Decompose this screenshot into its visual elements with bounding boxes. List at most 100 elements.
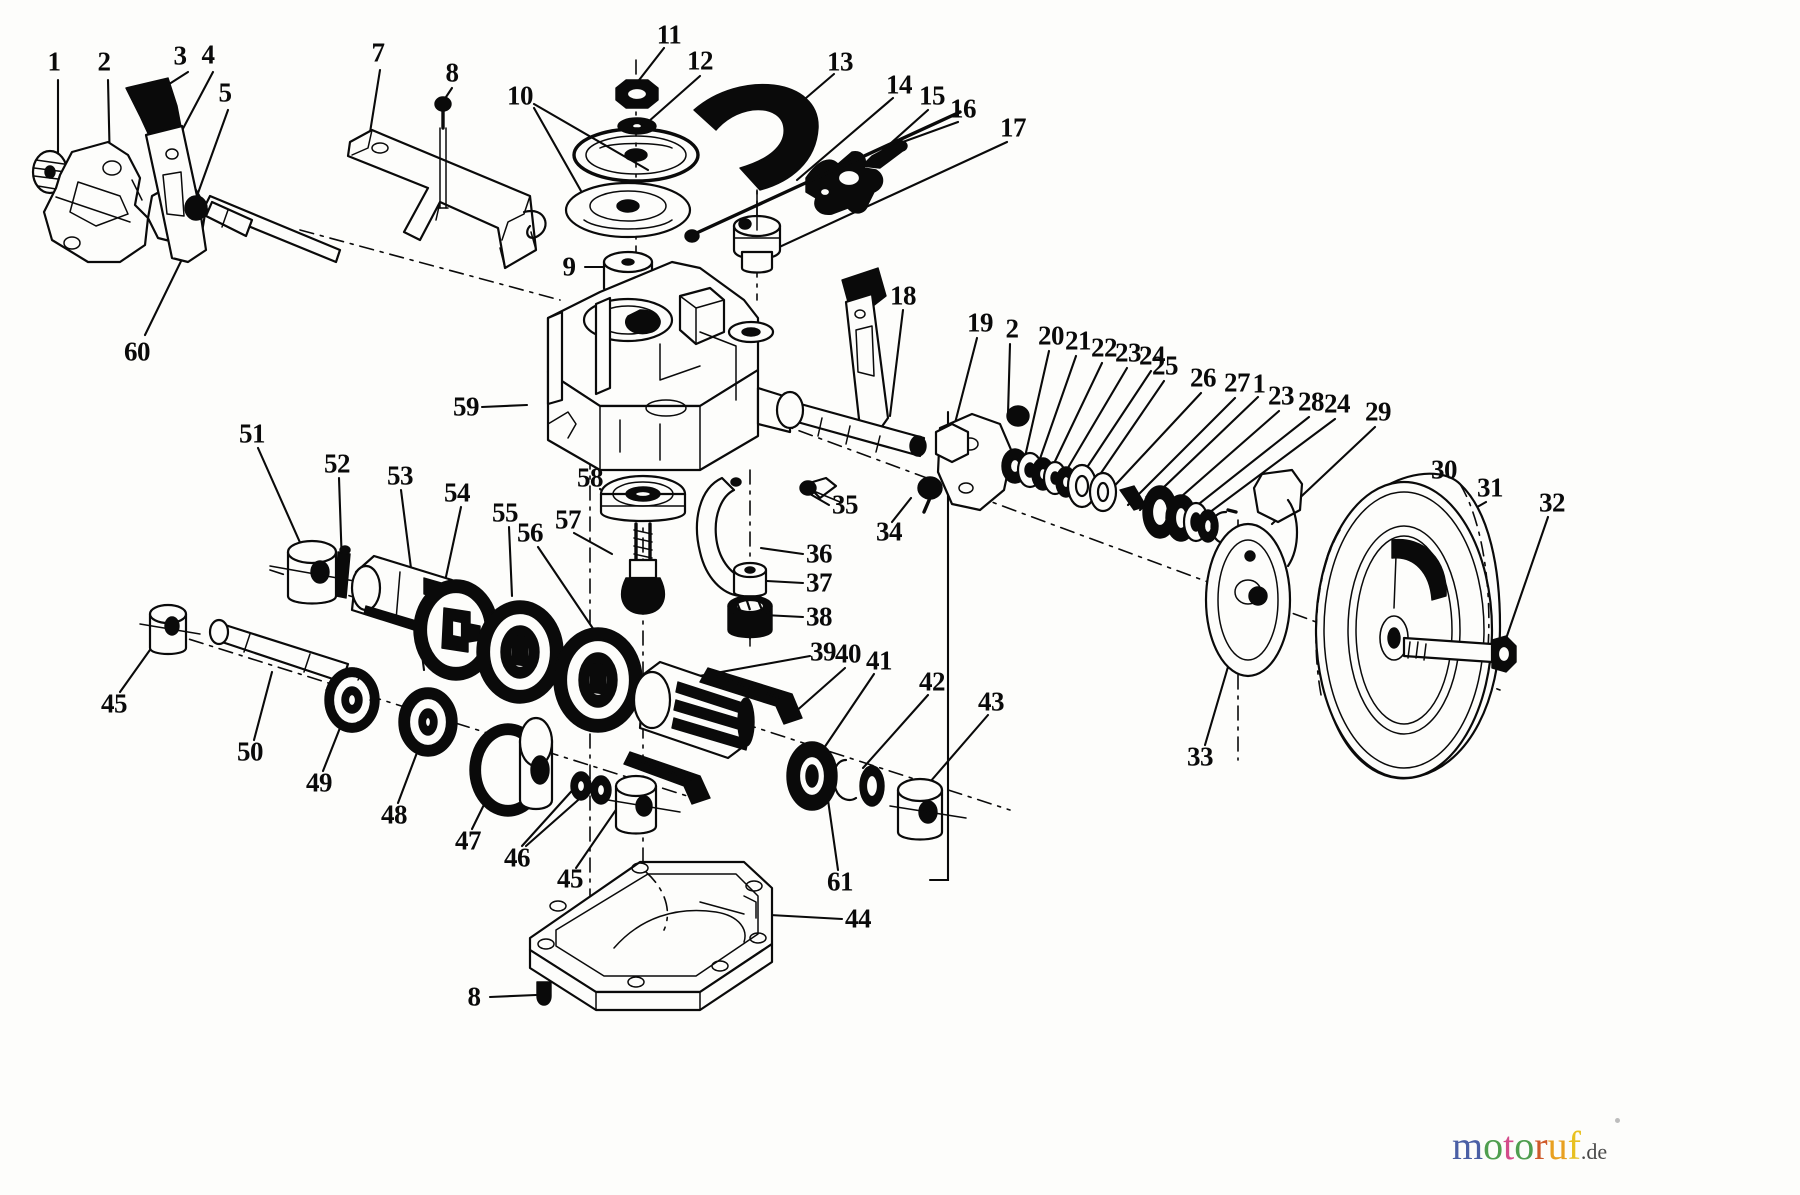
callout-number-17: 17 (1000, 112, 1027, 143)
part-shift-lever-assembly (31, 77, 342, 264)
callout-number-36: 36 (806, 538, 833, 569)
part-56-gear-56 (553, 627, 643, 733)
part-59-gear-case-housing (546, 260, 792, 472)
part-14-bracket (805, 151, 884, 215)
callout-number-37: 37 (806, 567, 833, 598)
callout-number-21: 21 (1065, 325, 1092, 356)
callout-number-50: 50 (237, 736, 264, 767)
watermark-suffix: .de (1580, 1139, 1608, 1164)
parts-14-17-cable-bracket (684, 110, 962, 274)
callout-number-40: 40 (835, 638, 862, 669)
part-45-bushing-left (139, 603, 201, 656)
callout-number-14: 14 (886, 69, 913, 100)
callout-number-61: 61 (827, 866, 854, 897)
callout-number-55: 55 (492, 497, 519, 528)
callout-number-4: 4 (201, 39, 216, 70)
callout-number-49: 49 (306, 767, 333, 798)
part-8-screw-bottom (536, 981, 552, 1006)
part-3-4-lever (125, 77, 208, 264)
watermark-letter-2: t (1503, 1123, 1515, 1168)
part-48-gear (398, 687, 458, 757)
part-44-pan (528, 860, 774, 1012)
part-pulley-stack (564, 79, 700, 296)
callout-number-33: 33 (1187, 741, 1214, 772)
part-57-bolt (621, 522, 665, 615)
callout-number-32: 32 (1539, 487, 1566, 518)
part-43-bushing (889, 777, 967, 841)
callout-number-41: 41 (866, 645, 893, 676)
part-55-gear-55 (476, 600, 564, 704)
callout-number-46: 46 (504, 842, 531, 873)
part-51-bushing (269, 539, 361, 605)
part-37-spacer (732, 561, 768, 598)
callout-number-45: 45 (557, 863, 584, 894)
parts-41-42-seals (786, 741, 885, 811)
callout-number-29: 29 (1365, 396, 1392, 427)
part-34-ball-detent (917, 476, 943, 514)
part-33-hub-cover (1204, 468, 1304, 678)
callout-number-43: 43 (978, 686, 1005, 717)
callout-number-9: 9 (562, 251, 577, 282)
watermark-letter-0: m (1452, 1123, 1484, 1168)
parts-27-28-gear-cluster (1142, 485, 1238, 545)
parts-46-washers (570, 771, 612, 805)
watermark-letter-3: o (1514, 1123, 1535, 1168)
callout-number-42: 42 (919, 666, 946, 697)
watermark-dot (1615, 1118, 1620, 1123)
callout-number-28: 28 (1298, 386, 1325, 417)
motoruf-watermark: motoruf.de (1452, 1122, 1607, 1169)
part-52-pin (335, 545, 351, 599)
part-39-clutch-collar (623, 660, 803, 805)
callout-number-45: 45 (101, 688, 128, 719)
leader-lines (56, 46, 1550, 999)
part-2-bracket (42, 140, 150, 264)
part-49-pinion (324, 667, 380, 733)
callout-number-59: 59 (453, 391, 480, 422)
callout-number-38: 38 (806, 601, 833, 632)
callout-number-8: 8 (445, 57, 460, 88)
part-10-pulley-upper (572, 127, 700, 183)
callout-number-53: 53 (387, 460, 414, 491)
callout-number-56: 56 (517, 517, 544, 548)
callout-number-31: 31 (1477, 472, 1504, 503)
callout-number-27: 27 (1224, 367, 1251, 398)
watermark-letter-4: r (1534, 1123, 1548, 1168)
callout-number-12: 12 (687, 45, 714, 76)
callout-number-51: 51 (239, 418, 266, 449)
callout-number-25: 25 (1152, 350, 1179, 381)
callout-number-15: 15 (919, 80, 946, 111)
callout-number-11: 11 (656, 19, 682, 50)
callout-number-58: 58 (577, 462, 604, 493)
part-7-mount-bracket (346, 128, 547, 270)
callout-number-35: 35 (832, 489, 859, 520)
part-11-nut (615, 79, 659, 109)
callout-number-57: 57 (555, 504, 582, 535)
part-10-pulley-lower (564, 181, 692, 239)
part-18-shift-lever-right (841, 267, 890, 434)
callout-number-18: 18 (890, 280, 917, 311)
part-60-shaft (202, 194, 342, 264)
part-47-gear-hub (469, 716, 554, 817)
callout-number-16: 16 (950, 93, 977, 124)
callout-number-34: 34 (876, 516, 903, 547)
callout-number-23: 23 (1268, 380, 1295, 411)
part-50-shaft (208, 618, 350, 684)
parts-20-26-washer-stack (1001, 448, 1147, 513)
callout-number-24: 24 (1139, 340, 1166, 371)
callout-number-2: 2 (1005, 313, 1020, 344)
part-17-collar (732, 189, 782, 274)
part-58-bearing (599, 474, 687, 523)
part-12-washer (617, 117, 657, 135)
callout-number-3: 3 (173, 40, 188, 71)
callout-number-2: 2 (97, 46, 112, 77)
callout-number-48: 48 (381, 799, 408, 830)
part-8-screw-upper (434, 96, 452, 209)
callout-number-19: 19 (967, 307, 994, 338)
callout-number-60: 60 (124, 336, 151, 367)
part-16-rod (684, 110, 962, 243)
watermark-letter-5: u (1547, 1123, 1568, 1168)
callout-number-54: 54 (444, 477, 471, 508)
part-38-gear-small (727, 595, 773, 647)
